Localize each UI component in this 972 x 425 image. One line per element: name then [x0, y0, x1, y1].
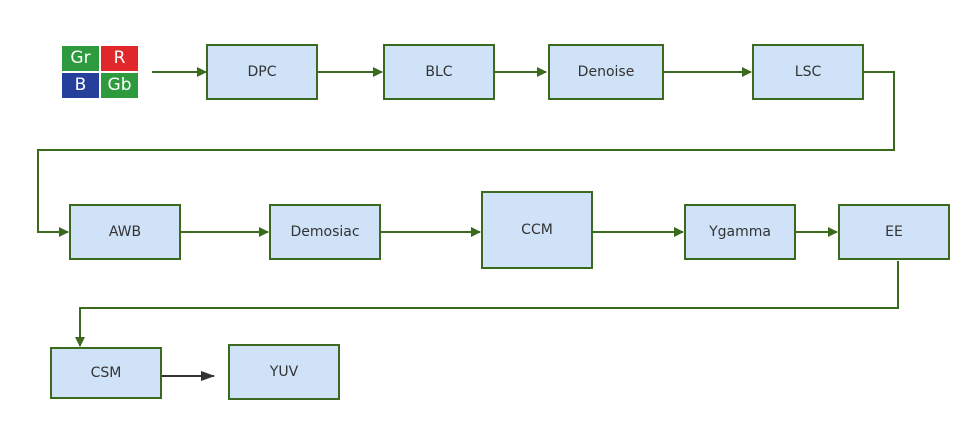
node-csm-label: CSM	[90, 365, 122, 381]
node-awb: AWB	[69, 204, 181, 260]
node-awb-label: AWB	[108, 224, 142, 240]
node-denoise-label: Denoise	[577, 64, 635, 80]
node-ccm: CCM	[481, 191, 593, 269]
logo-gb-label: Gb	[107, 75, 132, 95]
logo-cell-gr: Gr	[62, 46, 99, 71]
node-ccm-label: CCM	[521, 222, 553, 238]
logo-cell-gb: Gb	[101, 73, 138, 98]
node-ee: EE	[838, 204, 950, 260]
logo-r-label: R	[113, 48, 126, 68]
arrow-ee-to-csm	[75, 261, 899, 347]
node-blc-label: BLC	[425, 64, 453, 80]
node-yuv: YUV	[228, 344, 340, 400]
logo-b-label: B	[74, 75, 87, 95]
logo-cell-r: R	[101, 46, 138, 71]
node-demosiac-label: Demosiac	[290, 224, 360, 240]
node-lsc: LSC	[752, 44, 864, 100]
node-lsc-label: LSC	[794, 64, 822, 80]
node-blc: BLC	[383, 44, 495, 100]
node-ee-label: EE	[885, 224, 903, 240]
node-ygamma: Ygamma	[684, 204, 796, 260]
node-csm: CSM	[50, 347, 162, 399]
arrow-lsc-to-awb	[37, 71, 895, 237]
node-dpc: DPC	[206, 44, 318, 100]
node-demosiac: Demosiac	[269, 204, 381, 260]
bayer-raw-logo: Gr R B Gb	[62, 46, 138, 98]
logo-gr-label: Gr	[70, 48, 91, 68]
node-denoise: Denoise	[548, 44, 664, 100]
node-ygamma-label: Ygamma	[709, 224, 771, 240]
node-yuv-label: YUV	[269, 364, 299, 380]
node-dpc-label: DPC	[247, 64, 277, 80]
logo-cell-b: B	[62, 73, 99, 98]
